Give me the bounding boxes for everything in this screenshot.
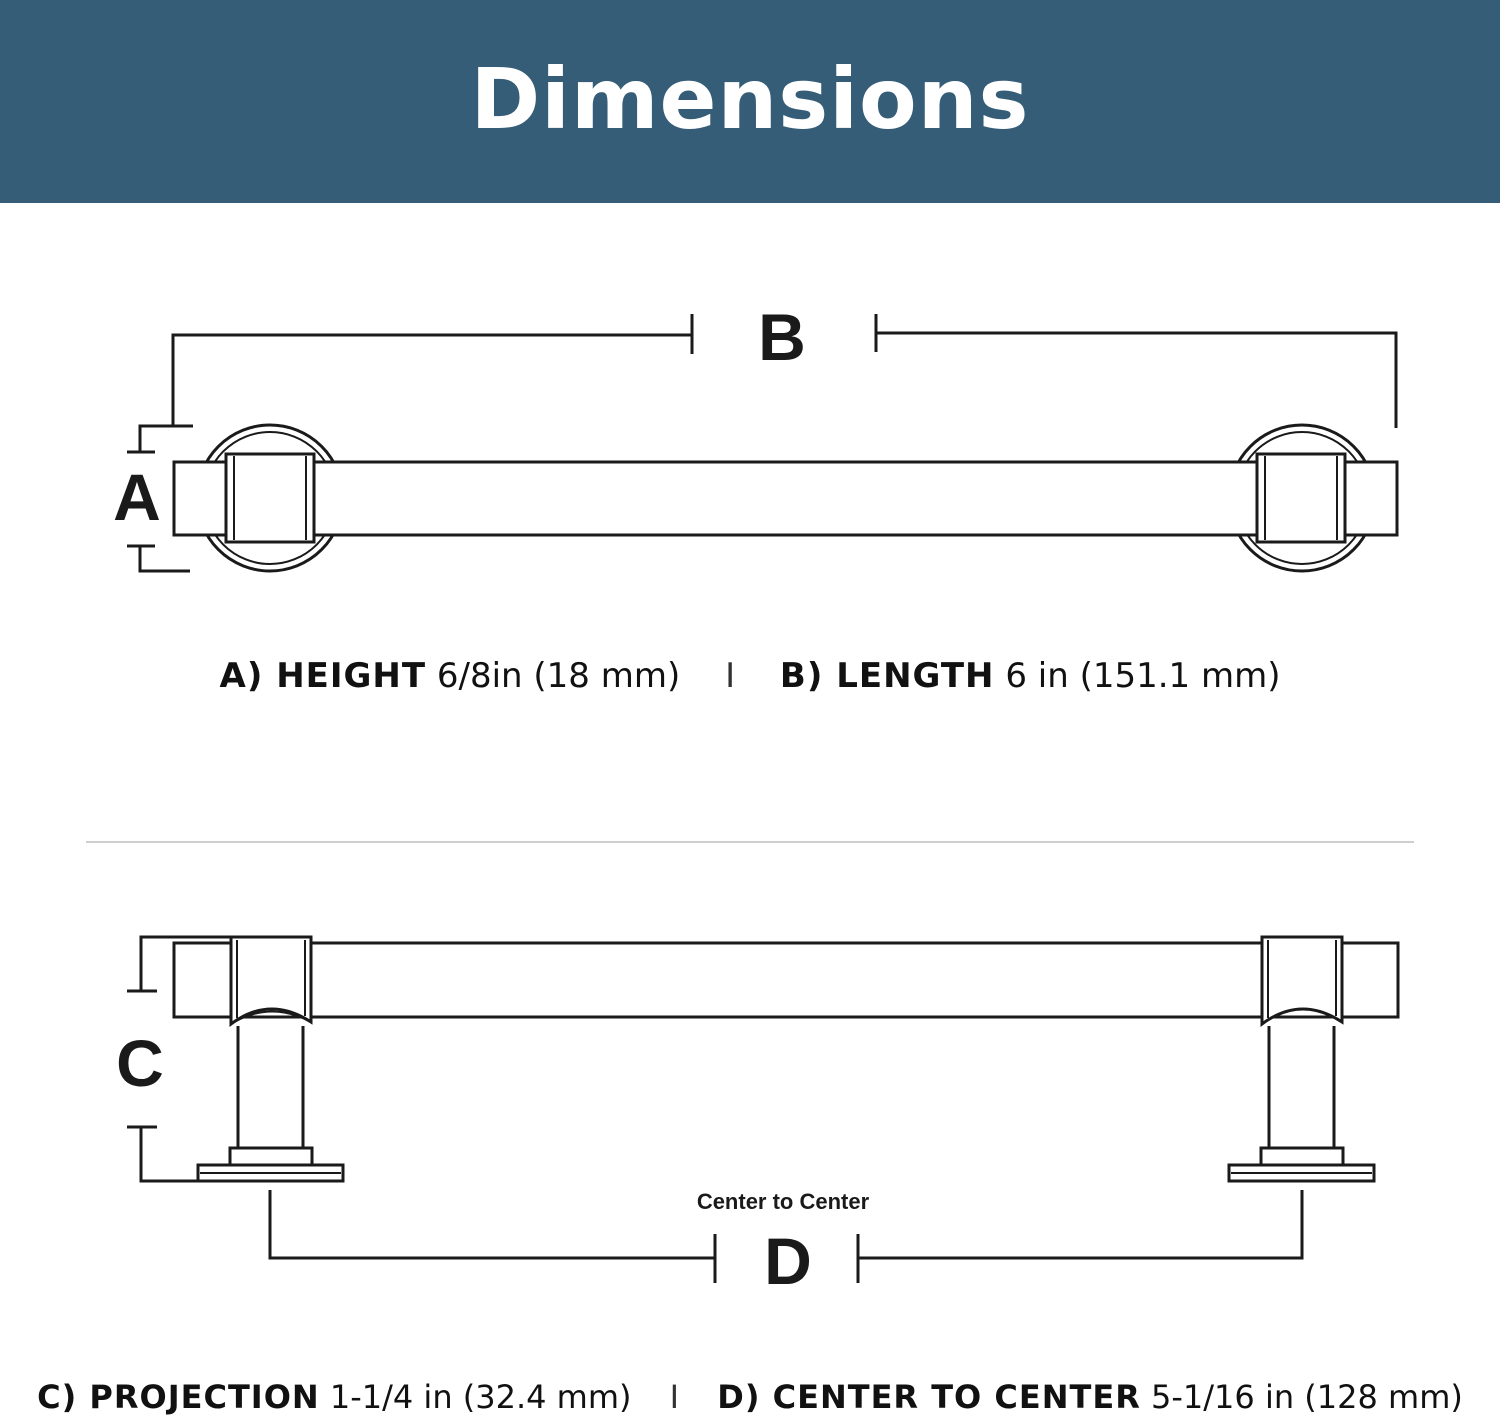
section-divider (86, 841, 1414, 843)
spec-b-key: B) LENGTH (779, 656, 995, 696)
label-d: D (764, 1224, 812, 1298)
spec-separator: I (725, 656, 736, 696)
label-center-to-center: Center to Center (697, 1189, 870, 1214)
dimension-line-d (268, 1190, 1304, 1283)
spec-c-key: C) PROJECTION (37, 1378, 320, 1416)
side-view-handle (127, 935, 1400, 1283)
spec-caption-bottom: C) PROJECTION 1-1/4 in (32.4 mm) I D) CE… (0, 1378, 1500, 1416)
dimension-line-b (171, 314, 1398, 428)
label-b: B (758, 300, 806, 374)
top-bar (172, 460, 1399, 537)
page-title: Dimensions (470, 49, 1030, 148)
top-view-handle (127, 314, 1399, 573)
spec-separator: I (669, 1378, 680, 1416)
dimension-line-a (127, 424, 193, 573)
spec-d-value: 5-1/16 in (128 mm) (1151, 1378, 1463, 1416)
spec-a-key: A) HEIGHT (219, 656, 427, 696)
spec-c-value: 1-1/4 in (32.4 mm) (329, 1378, 632, 1416)
spec-caption-top: A) HEIGHT 6/8in (18 mm) I B) LENGTH 6 in… (0, 656, 1500, 696)
side-bar (172, 941, 1400, 1019)
spec-a-value: 6/8in (18 mm) (436, 656, 681, 696)
left-post (196, 1026, 345, 1183)
dimension-line-c (127, 935, 231, 1183)
label-c: C (116, 1026, 164, 1100)
left-collar (224, 452, 316, 544)
right-side-collar (1260, 935, 1344, 1027)
spec-d-key: D) CENTER TO CENTER (717, 1378, 1141, 1416)
header-banner: Dimensions (0, 0, 1500, 203)
spec-b-value: 6 in (151.1 mm) (1005, 656, 1281, 696)
right-collar (1255, 452, 1347, 544)
label-a: A (113, 460, 161, 534)
right-post (1227, 1026, 1376, 1183)
